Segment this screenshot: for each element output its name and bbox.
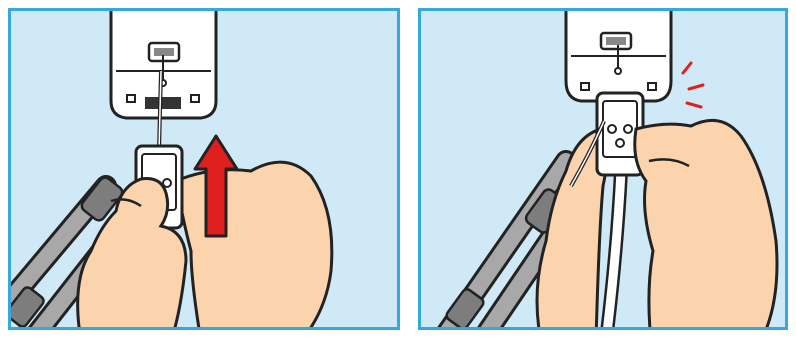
insert-illustration [11,11,400,330]
remote-bottom [111,11,216,118]
step-panel-insert [8,8,400,330]
hand-right [635,120,777,330]
click-sound-icon [683,63,703,107]
step-panel-attached [418,8,788,330]
hand-right [176,162,332,330]
attached-illustration [421,11,788,330]
remote-bottom [566,11,671,101]
